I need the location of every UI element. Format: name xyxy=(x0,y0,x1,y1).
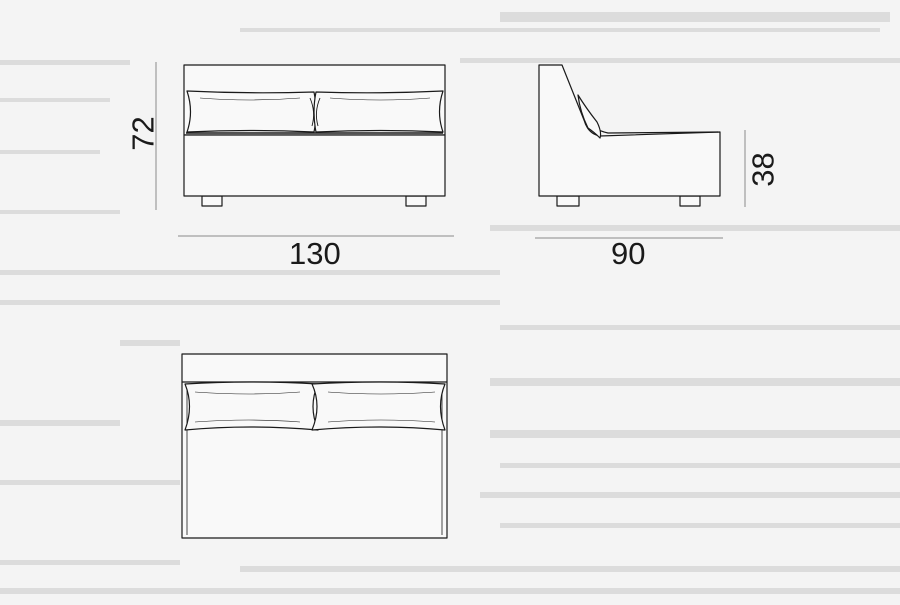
side-body xyxy=(538,64,721,197)
depth-dimension-label: 90 xyxy=(611,236,646,271)
front-right-cushion xyxy=(313,90,444,133)
side-cushion xyxy=(577,94,602,139)
side-seat-line xyxy=(583,119,719,134)
top-right-cushion xyxy=(311,381,446,431)
seat-height-dimension-label: 38 xyxy=(745,152,781,187)
side-rear-foot xyxy=(556,195,580,207)
width-dimension-label: 130 xyxy=(289,236,341,271)
side-view xyxy=(538,64,721,207)
front-left-foot xyxy=(201,195,223,207)
top-view xyxy=(181,353,448,539)
side-dimensions xyxy=(535,130,746,239)
front-right-foot xyxy=(405,195,427,207)
front-view xyxy=(183,64,446,207)
front-left-cushion xyxy=(186,90,317,133)
background-watermark xyxy=(0,12,900,594)
top-left-cushion xyxy=(184,381,319,431)
height-dimension-label: 72 xyxy=(125,116,161,151)
side-front-foot xyxy=(679,195,701,207)
front-seat-base xyxy=(183,134,446,197)
front-dimensions xyxy=(155,62,454,237)
